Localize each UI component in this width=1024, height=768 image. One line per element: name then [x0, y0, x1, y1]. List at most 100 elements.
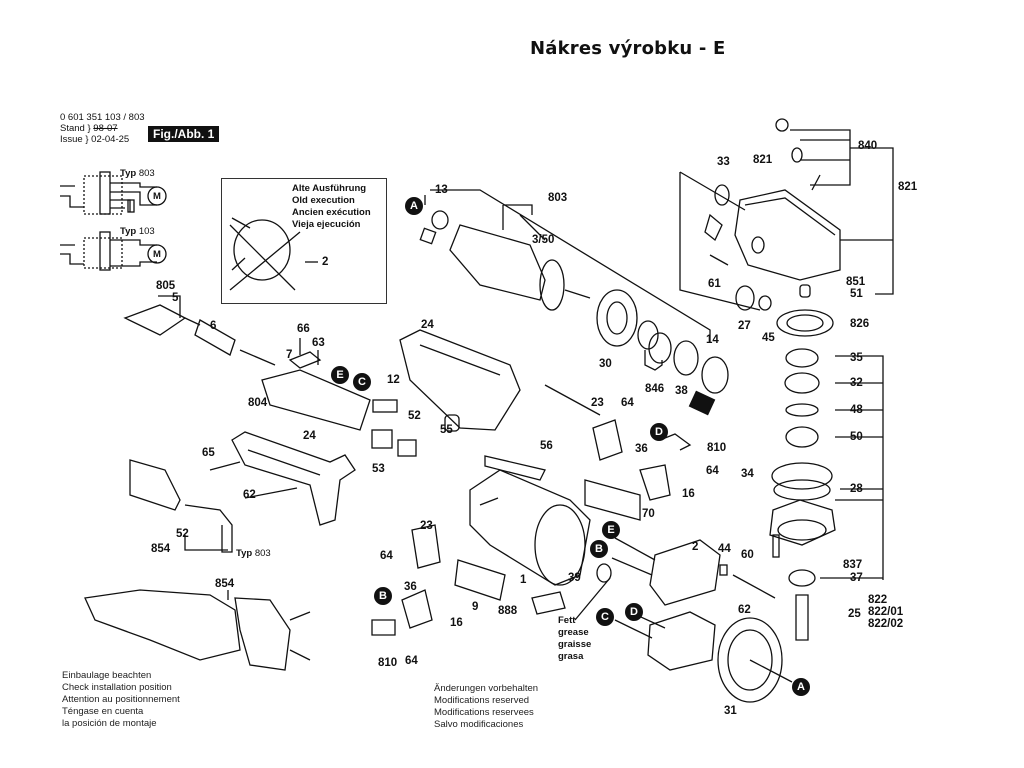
part-label: 826	[850, 318, 870, 330]
page-title: Nákres výrobku - E	[530, 38, 726, 59]
part-label: 888	[498, 605, 518, 617]
part-label: 36	[404, 581, 417, 593]
part-label: 35	[850, 352, 863, 364]
part-label: 62	[243, 489, 256, 501]
handle	[209, 431, 356, 526]
brush-holders	[371, 419, 692, 636]
part-label: 25	[848, 608, 861, 620]
marker-b: B	[374, 587, 392, 605]
part-label: 63	[312, 337, 325, 349]
part-label: 24	[421, 319, 434, 331]
part-label: 7	[286, 349, 293, 361]
part-label: 12	[387, 374, 400, 386]
marker-a: A	[792, 678, 810, 696]
part-label: 45	[762, 332, 775, 344]
part-label: 9	[472, 601, 479, 613]
gears	[735, 285, 834, 337]
marker-b: B	[590, 540, 608, 558]
part-label: 64	[405, 655, 418, 667]
marker-e: E	[331, 366, 349, 384]
grease-note: Fett grease graisse grasa	[558, 615, 592, 662]
part-label: 24	[303, 430, 316, 442]
washer-39	[596, 563, 612, 583]
housing-half-top	[399, 329, 521, 432]
wiring-diagram-103	[60, 231, 167, 271]
stand-value: 98-07	[93, 123, 118, 134]
part-label: 70	[642, 508, 655, 520]
marker-c: C	[596, 608, 614, 626]
part-label: 65	[202, 447, 215, 459]
installation-view	[84, 589, 311, 671]
part-label: 2	[322, 256, 329, 268]
part-label: 822/01	[868, 606, 904, 618]
part-number: 0 601 351 103 / 803	[60, 112, 145, 123]
part-label: 55	[440, 424, 453, 436]
marker-a: A	[405, 197, 423, 215]
part-label: 50	[850, 431, 863, 443]
part-label: 3/50	[532, 234, 555, 246]
gear-housing	[679, 118, 894, 311]
armature	[419, 189, 711, 342]
document-header: 0 601 351 103 / 803 Stand } 98-07 Issue …	[60, 112, 145, 145]
part-label: 804	[248, 397, 268, 409]
old-execution-box	[221, 178, 387, 304]
fan-and-bearings	[596, 289, 729, 416]
cable-type-label: Typ 803	[236, 548, 271, 559]
wiring-type-label: Typ 103	[120, 226, 155, 237]
part-label: 28	[850, 483, 863, 495]
part-label: 52	[408, 410, 421, 422]
modifications-note: Änderungen vorbehalten Modifications res…	[434, 683, 539, 730]
part-label: 851	[846, 276, 866, 288]
part-label: 14	[706, 334, 719, 346]
part-label: 60	[741, 549, 754, 561]
guard-ring	[717, 617, 793, 703]
switch-assembly	[261, 338, 417, 457]
marker-c: C	[353, 373, 371, 391]
part-label: 48	[850, 404, 863, 416]
old-stator-crossed	[229, 217, 318, 291]
part-label: 36	[635, 443, 648, 455]
grease-leader	[574, 577, 611, 621]
part-label: 66	[297, 323, 310, 335]
part-label: 39	[568, 572, 581, 584]
part-label: 854	[151, 543, 171, 555]
part-label: 2	[692, 541, 699, 553]
part-label: 23	[591, 397, 604, 409]
part-label: 62	[738, 604, 751, 616]
cable-854	[129, 459, 233, 553]
field-coils	[611, 537, 776, 671]
motor-symbol: M	[153, 249, 161, 260]
part-label: 53	[372, 463, 385, 475]
part-label: 822	[868, 594, 888, 606]
marker-e: E	[602, 521, 620, 539]
marker-d: D	[650, 423, 668, 441]
part-label: 23	[420, 520, 433, 532]
part-label: 822/02	[868, 618, 904, 630]
part-label: 854	[215, 578, 235, 590]
part-label: 33	[717, 156, 730, 168]
wiring-type-label: Typ 803	[120, 168, 155, 179]
part-label: 27	[738, 320, 751, 332]
part-label: 38	[675, 385, 688, 397]
part-label: 34	[741, 468, 754, 480]
issue-label: Issue	[60, 134, 83, 145]
part-label: 5	[172, 292, 179, 304]
part-label: 64	[621, 397, 634, 409]
part-label: 821	[753, 154, 773, 166]
wiring-diagram-803	[60, 171, 167, 215]
power-cord	[123, 295, 276, 366]
part-label: 56	[540, 440, 553, 452]
marker-d: D	[625, 603, 643, 621]
part-label: 6	[210, 320, 217, 332]
motor-housing	[454, 384, 641, 615]
figure-label: Fig./Abb. 1	[148, 126, 220, 142]
stand-label: Stand	[60, 123, 85, 134]
part-label: 52	[176, 528, 189, 540]
part-label: 64	[380, 550, 393, 562]
installation-note: Einbaulage beachten Check installation p…	[62, 670, 180, 729]
part-label: 37	[850, 572, 863, 584]
part-label: 821	[898, 181, 918, 193]
part-label: 840	[858, 140, 878, 152]
part-label: 16	[682, 488, 695, 500]
spindle-stack	[769, 348, 884, 641]
